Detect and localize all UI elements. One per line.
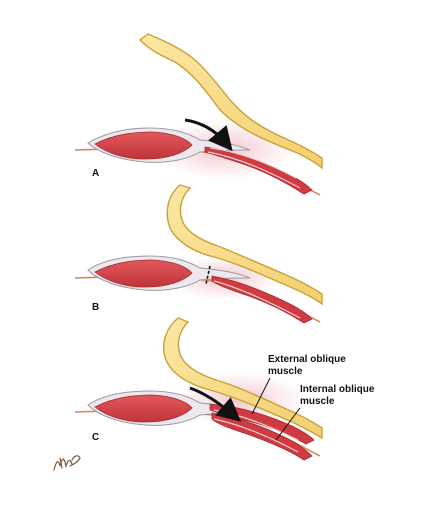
external-oblique-leader [251,377,271,415]
fat-layer [166,184,323,306]
rectus-muscle [94,259,193,288]
retraction-arrow [189,386,242,422]
panel-c: C [74,317,323,461]
rectus-muscle [94,131,193,160]
rectus-muscle [94,394,193,423]
retraction-arrow [184,118,233,152]
fat-layer [138,33,323,170]
artist-signature [53,455,81,471]
external-oblique-label-line1: External oblique [268,354,346,365]
panel-a: A [74,33,323,196]
internal-oblique-label-line2: muscle [300,396,335,407]
internal-oblique-leader [275,407,301,441]
panel-label-b: B [92,302,99,313]
panel-b: B [74,184,323,324]
panel-label-c: C [92,432,99,443]
panel-label-a: A [92,168,99,179]
internal-oblique-label-line1: Internal oblique [300,384,375,395]
incision-line [205,265,211,285]
external-oblique-label-line2: muscle [268,366,303,377]
fat-layer [162,317,323,440]
